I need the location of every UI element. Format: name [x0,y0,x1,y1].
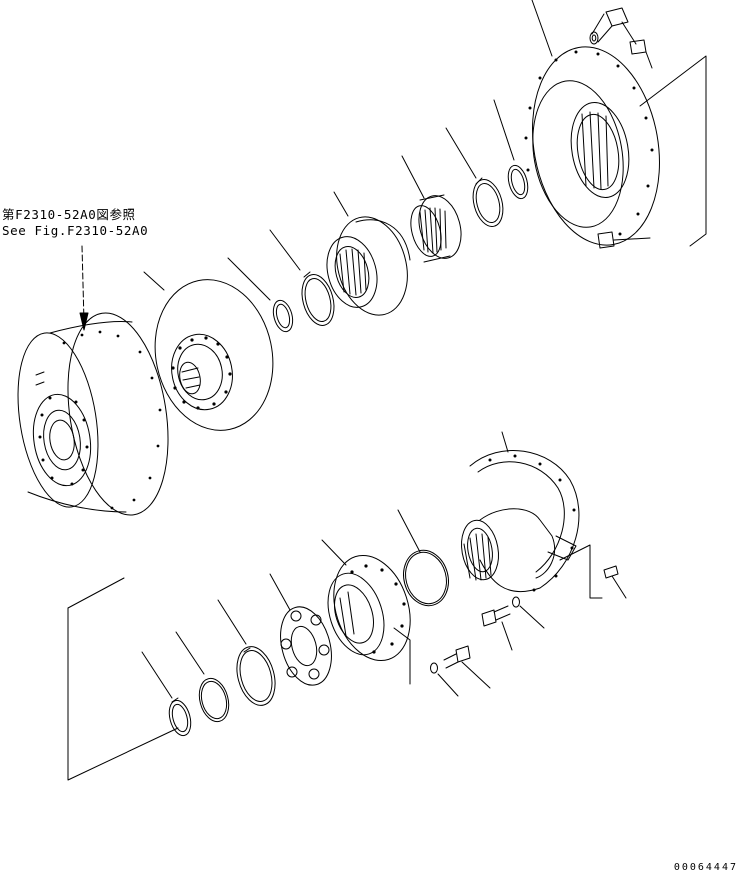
snap-ring-5 [218,600,281,710]
drawing-number: 00064447 [673,862,738,873]
snap-ring-1 [228,258,296,334]
reference-note-en: See Fig.F2310-52A0 [2,223,149,238]
snap-ring-6 [176,632,233,725]
pump-bearing [270,574,340,691]
cover-bolt [590,8,636,44]
drain-plug [598,232,650,248]
lower-bracket [68,578,178,780]
pump-cover [318,540,423,684]
reference-note-jp: 第F2310-52A0図参照 [2,207,136,222]
snap-ring-3 [446,128,508,230]
o-ring [398,510,455,611]
snap-ring-4 [494,100,531,201]
turbine-housing [7,306,182,523]
reference-note: 第F2310-52A0図参照 See Fig.F2310-52A0 [2,207,148,239]
ball-bearing [320,192,418,323]
pump-housing [457,432,602,598]
pump-bolt-2 [431,646,491,696]
cover-housing [524,0,706,255]
snap-ring-7 [142,652,194,738]
turbine-disc [141,269,286,442]
roller-bearing [402,156,468,263]
dowel-pin [604,566,626,598]
pump-bolt-1 [482,597,544,650]
cover-plug [630,40,652,68]
snap-ring-2 [270,230,339,329]
reference-arrow [80,246,88,330]
